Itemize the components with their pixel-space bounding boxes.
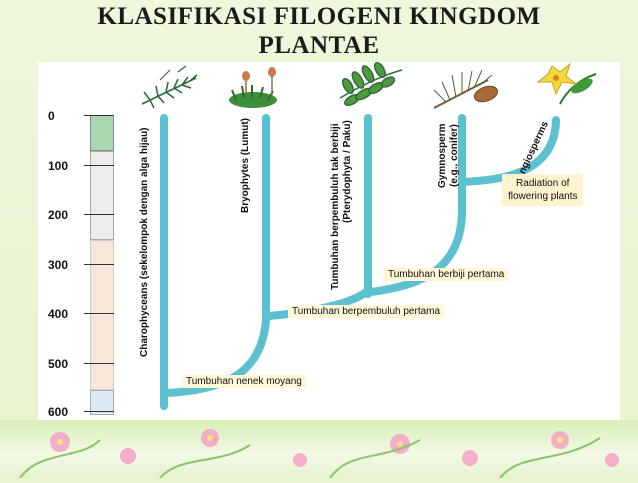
conifer-illustration (433, 69, 499, 109)
tick-100 (84, 165, 114, 166)
tick-label-400: 400 (48, 307, 69, 321)
fern-illustration (339, 62, 403, 107)
flower-illustration (536, 62, 597, 105)
label-pteridophytes-2: (Pterydophyta / Paku) (342, 120, 353, 224)
branch-angiosperms (458, 116, 560, 186)
diagram-panel (38, 62, 620, 420)
tick-0 (84, 115, 114, 116)
title-line-1: KLASIFIKASI FILOGENI KINGDOM (97, 3, 541, 30)
tick-500 (84, 363, 114, 364)
time-band-3 (90, 240, 114, 390)
title-line-2: PLANTAE (258, 32, 380, 59)
tick-300 (84, 264, 114, 265)
moss-illustration (229, 67, 277, 108)
label-radiation-line-1: Radiation of (516, 178, 570, 189)
tick-600 (84, 411, 114, 412)
label-bryophytes: Bryophytes (Lumut) (240, 118, 251, 214)
tick-label-100: 100 (48, 159, 69, 173)
alga-illustration (141, 65, 198, 109)
label-gymnosperm-2: (e.g., conifer) (449, 124, 460, 188)
tick-label-300: 300 (48, 258, 69, 272)
flower-decoration (19, 429, 619, 479)
label-ancestor: Tumbuhan nenek moyang (182, 375, 306, 388)
tick-200 (84, 214, 114, 215)
time-band-1 (90, 115, 114, 151)
tick-label-500: 500 (48, 357, 69, 371)
label-radiation: Radiation of flowering plants (502, 174, 584, 206)
slide-title: KLASIFIKASI FILOGENI KINGDOM PLANTAE (0, 2, 638, 60)
label-first-vascular: Tumbuhan berpembuluh pertama (288, 305, 445, 318)
floral-footer (0, 420, 638, 479)
tick-400 (84, 313, 114, 314)
label-radiation-line-2: flowering plants (508, 191, 578, 202)
label-gymnosperm-1: Gymnosperm (437, 123, 448, 189)
tick-label-600: 600 (48, 405, 69, 419)
tick-label-200: 200 (48, 208, 69, 222)
label-first-seed: Tumbuhan berbiji pertama (384, 268, 509, 281)
branch-land-plants (162, 316, 270, 397)
tick-label-0: 0 (48, 109, 55, 123)
label-pteridophytes-1: Tumbuhan berpembuluh tak berbiji (330, 123, 341, 291)
time-band-4 (90, 390, 114, 415)
label-charophyceans: Charophyceans (sekelompok dengan alga hi… (139, 127, 150, 357)
